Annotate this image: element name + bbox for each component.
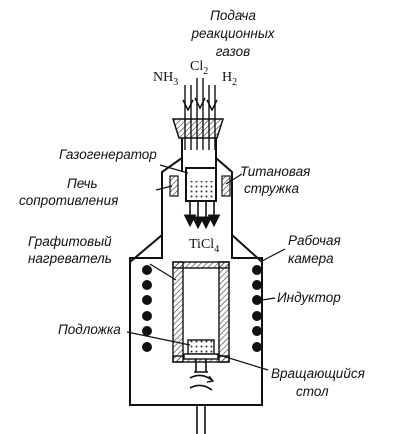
label-substrate: Подложка bbox=[58, 322, 121, 337]
graphite-heater-wall-right bbox=[218, 261, 230, 363]
label-cl2: Cl2 bbox=[190, 59, 208, 77]
rotating-shaft bbox=[194, 359, 208, 434]
leader-lines bbox=[126, 164, 286, 371]
inductor-coils-left bbox=[142, 265, 152, 352]
label-work-chamber-2: камера bbox=[288, 251, 334, 266]
substrate bbox=[187, 339, 215, 355]
label-work-chamber-1: Рабочая bbox=[288, 233, 341, 248]
gas-inlet-tubes bbox=[184, 78, 216, 150]
reactor-outer-wall bbox=[129, 138, 263, 406]
label-gas-generator: Газогенератор bbox=[59, 147, 157, 162]
rotation-arrow-head bbox=[206, 375, 215, 383]
titanium-chips-fill bbox=[189, 181, 213, 199]
label-nh3: NH3 bbox=[153, 70, 178, 88]
label-graphite-heater-1: Графитовый bbox=[28, 234, 112, 249]
label-gas-feed-3: газов bbox=[216, 44, 250, 59]
label-titanium-chips-2: стружка bbox=[244, 181, 299, 196]
rotation-arrow bbox=[189, 374, 213, 391]
upper-neck bbox=[181, 138, 217, 172]
rotating-table-top bbox=[183, 353, 219, 360]
label-resistance-furnace-2: сопротивления bbox=[19, 193, 118, 208]
gas-inlet-arrows bbox=[182, 97, 218, 112]
label-rotating-table-1: Вращающийся bbox=[271, 366, 365, 381]
graphite-heater-top bbox=[172, 261, 230, 269]
label-resistance-furnace-1: Печь bbox=[67, 176, 98, 191]
label-graphite-heater-2: нагреватель bbox=[28, 251, 112, 266]
label-titanium-chips-1: Титановая bbox=[240, 164, 310, 179]
label-inductor: Индуктор bbox=[277, 290, 341, 305]
inductor-coils-right bbox=[252, 265, 262, 352]
label-gas-feed-2: реакционных bbox=[190, 26, 275, 41]
label-rotating-table-2: стол bbox=[296, 384, 329, 399]
label-ticl4: TiCl4 bbox=[189, 237, 219, 255]
furnace-heater-right bbox=[221, 175, 231, 197]
reactor-cone bbox=[129, 210, 263, 263]
graphite-heater-wall-left bbox=[172, 261, 184, 363]
label-gas-feed-1: Подача bbox=[210, 8, 256, 23]
label-h2: H2 bbox=[222, 70, 237, 88]
flow-arrows bbox=[183, 202, 221, 230]
